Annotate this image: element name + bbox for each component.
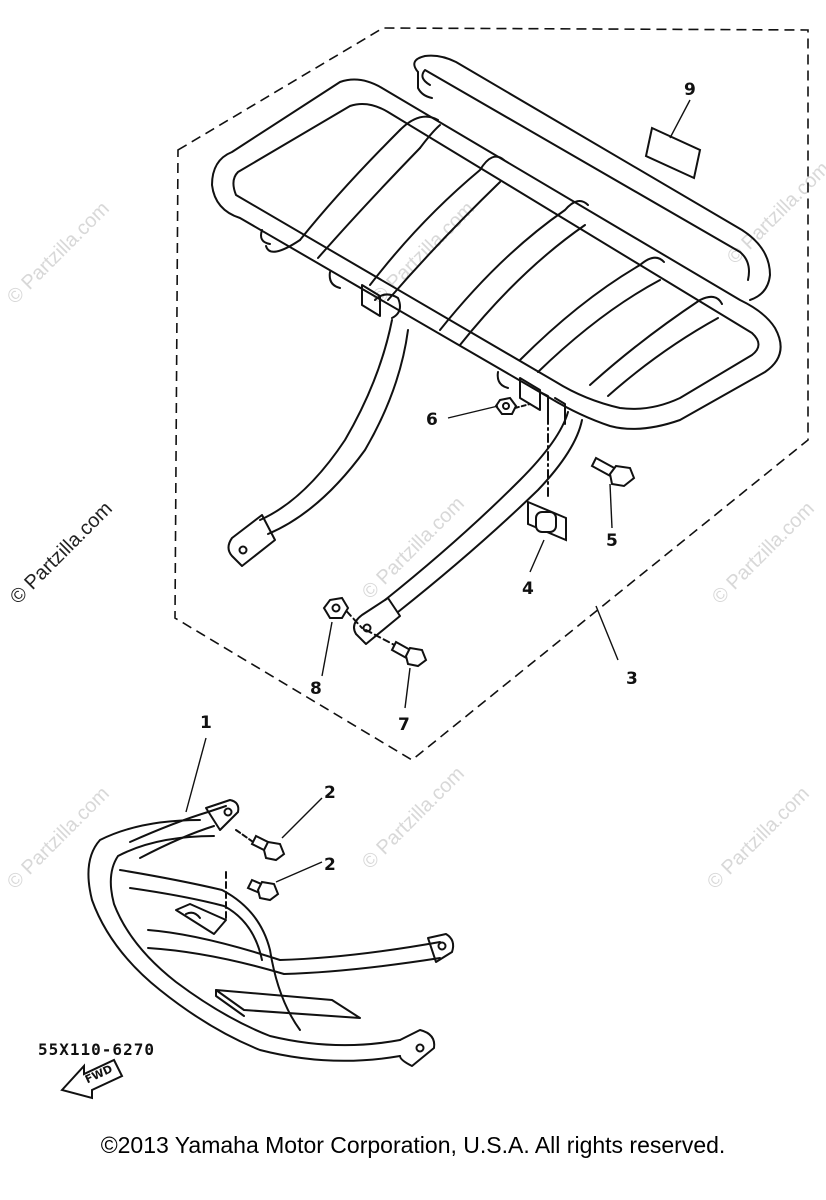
bolt-part bbox=[390, 640, 428, 668]
bolt-part bbox=[246, 878, 280, 902]
washer-part bbox=[322, 596, 350, 619]
assembly-boundary bbox=[174, 27, 809, 761]
callout-1: 1 bbox=[200, 713, 212, 733]
copyright-notice: ©2013 Yamaha Motor Corporation, U.S.A. A… bbox=[100, 1132, 726, 1158]
callout-3: 3 bbox=[626, 669, 638, 689]
callout-2: 2 bbox=[324, 783, 336, 803]
nut-part bbox=[494, 396, 518, 415]
watermark-text: © Partzilla.com bbox=[708, 498, 819, 609]
watermark-text: © Partzilla.com bbox=[6, 498, 117, 609]
watermark-text: © Partzilla.com bbox=[358, 493, 469, 604]
watermark-text: © Partzilla.com bbox=[3, 198, 114, 309]
callout-6: 6 bbox=[426, 410, 438, 430]
callout-4: 4 bbox=[522, 579, 534, 599]
callout-numbers: 9 6 5 4 3 8 7 1 2 2 bbox=[200, 80, 696, 875]
callout-8: 8 bbox=[310, 679, 322, 699]
rear-carrier-drawing bbox=[211, 54, 782, 649]
callout-9: 9 bbox=[684, 80, 696, 100]
collar-part bbox=[527, 500, 567, 542]
forward-direction-arrow: FWD bbox=[60, 1058, 124, 1100]
watermark-text: © Partzilla.com bbox=[368, 198, 479, 309]
bolt-part bbox=[590, 456, 636, 488]
leader-lines bbox=[185, 99, 691, 883]
watermark-text: © Partzilla.com bbox=[358, 763, 469, 874]
label-plate bbox=[644, 126, 702, 180]
bolt-part bbox=[250, 834, 286, 862]
watermark-text: © Partzilla.com bbox=[703, 783, 814, 894]
diagram-reference-code: 55X110-6270 bbox=[38, 1040, 155, 1059]
callout-5: 5 bbox=[606, 531, 618, 551]
callout-2: 2 bbox=[324, 855, 336, 875]
callout-7: 7 bbox=[398, 715, 410, 735]
front-guard-drawing bbox=[87, 799, 455, 1067]
watermark-text: © Partzilla.com bbox=[3, 783, 114, 894]
